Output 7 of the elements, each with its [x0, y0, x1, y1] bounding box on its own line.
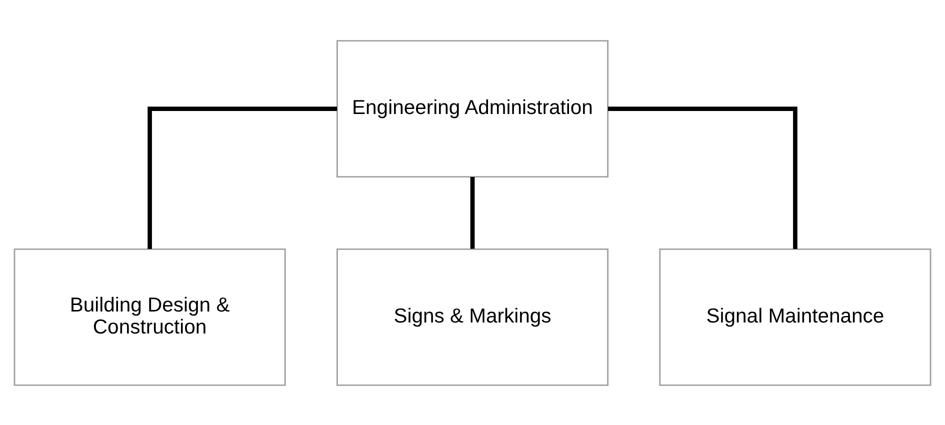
node-box: Signs & Markings — [336, 248, 609, 386]
connector — [148, 106, 338, 248]
connector — [608, 106, 798, 248]
node-box: Engineering Administration — [336, 40, 609, 178]
connector — [470, 176, 475, 248]
node-box: Building Design & Construction — [14, 248, 286, 386]
node-box: Signal Maintenance — [659, 248, 932, 386]
